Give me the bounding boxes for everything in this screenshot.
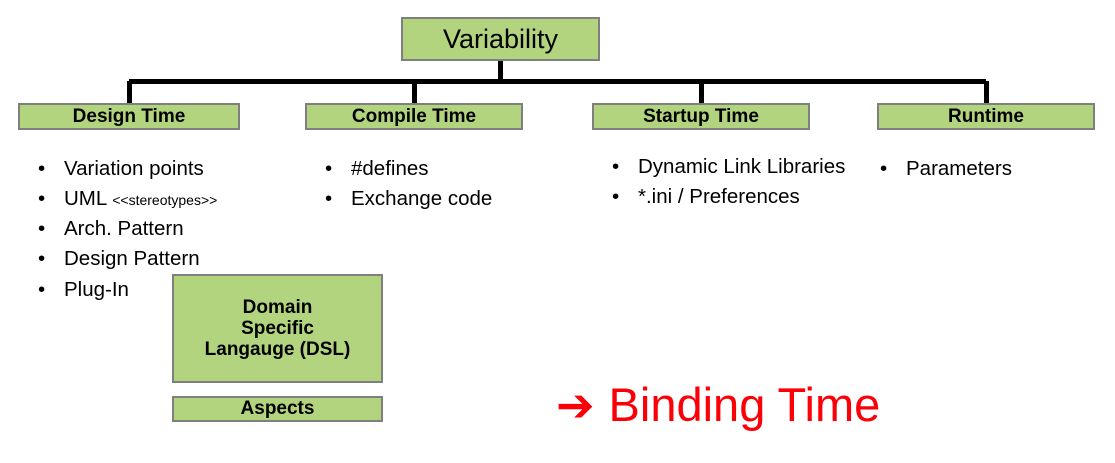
node-runtime-label: Runtime [948, 105, 1024, 127]
bullet-list-runtime: • Parameters [880, 154, 1095, 184]
list-item-label: UML <<stereotypes>> [64, 184, 288, 214]
bullet-list-design-time: • Variation points • UML <<stereotypes>>… [38, 154, 288, 305]
node-startup-time: Startup Time [592, 103, 810, 130]
list-item-label: Parameters [906, 157, 1012, 180]
list-item-stereotype-tag: <<stereotypes>> [112, 192, 218, 209]
list-item: • UML <<stereotypes>> [38, 184, 288, 214]
node-variability: Variability [401, 17, 600, 61]
node-dsl-line-3: Langauge (DSL) [204, 339, 351, 361]
list-item: • Arch. Pattern [38, 214, 288, 244]
node-design-time: Design Time [18, 103, 240, 130]
node-compile-time-label: Compile Time [351, 105, 477, 127]
list-item: • *.ini / Preferences [612, 182, 857, 212]
node-design-time-label: Design Time [72, 105, 186, 127]
list-item-text: UML [64, 187, 113, 211]
list-item-label: Plug-In [64, 277, 129, 301]
node-compile-time: Compile Time [305, 103, 523, 130]
list-item: • Dynamic Link Libraries [612, 152, 857, 182]
bullet-marker-icon: • [612, 185, 620, 209]
list-item-label: Dynamic Link Libraries [638, 155, 846, 178]
bullet-list-compile-time: • #defines • Exchange code [325, 154, 555, 214]
list-item-label: Exchange code [351, 187, 493, 211]
node-dsl-line-1: Domain [242, 296, 313, 318]
node-variability-label: Variability [442, 23, 559, 54]
list-item-label: Design Pattern [64, 247, 200, 271]
node-aspects: Aspects [172, 396, 383, 422]
bullet-marker-icon: • [325, 187, 333, 211]
bullet-marker-icon: • [38, 277, 46, 301]
list-item-label: Variation points [64, 157, 204, 180]
list-item: • Variation points [38, 154, 288, 184]
list-item-label: #defines [351, 157, 429, 180]
list-item: • Parameters [880, 154, 1095, 184]
list-item: • Exchange code [325, 184, 555, 214]
list-item-label: Arch. Pattern [64, 217, 184, 241]
list-item-label: *.ini / Preferences [638, 185, 800, 209]
bullet-marker-icon: • [612, 155, 620, 178]
right-arrow-icon: ➔ [556, 378, 595, 431]
bullet-list-startup-time: • Dynamic Link Libraries • *.ini / Prefe… [612, 152, 857, 212]
node-startup-time-label: Startup Time [643, 105, 759, 127]
binding-time-callout: ➔ Binding Time [556, 381, 880, 428]
node-dsl-line-2: Specific [241, 317, 314, 339]
list-item: • #defines [325, 154, 555, 184]
node-runtime: Runtime [877, 103, 1095, 130]
list-item: • Plug-In [38, 275, 288, 305]
bullet-marker-icon: • [325, 157, 333, 180]
list-item: • Design Pattern [38, 244, 288, 274]
bullet-marker-icon: • [38, 247, 46, 271]
node-domain-specific-language: Domain Specific Langauge (DSL) [172, 274, 383, 383]
binding-time-label: Binding Time [608, 378, 881, 431]
bullet-marker-icon: • [38, 217, 46, 241]
node-aspects-label: Aspects [240, 398, 315, 420]
bullet-marker-icon: • [38, 157, 46, 180]
bullet-marker-icon: • [880, 157, 888, 180]
bullet-marker-icon: • [38, 187, 46, 211]
